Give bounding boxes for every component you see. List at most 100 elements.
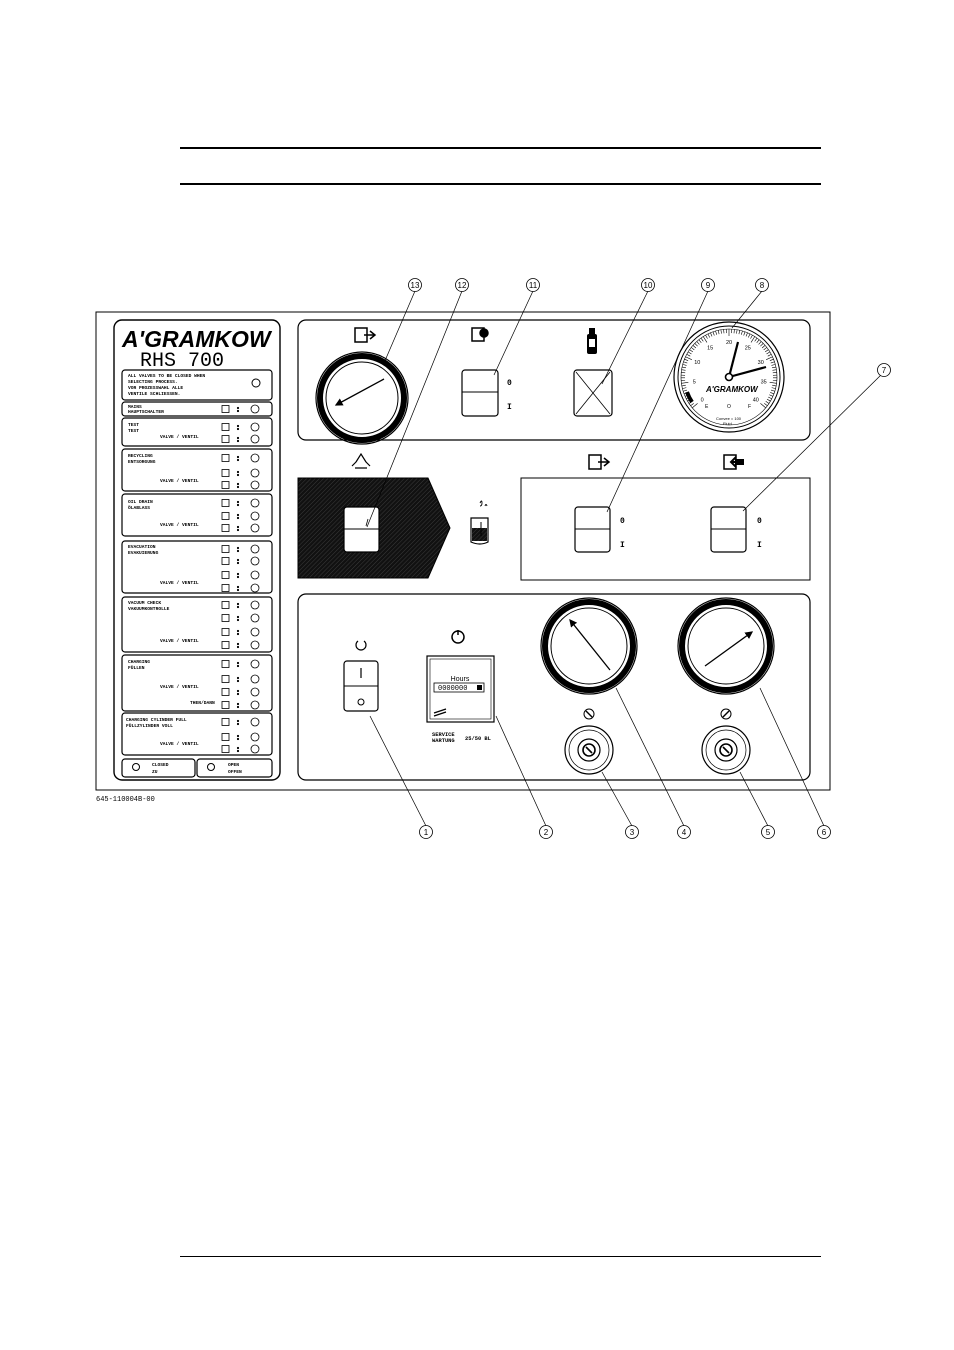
callout-1: 1 — [419, 825, 433, 839]
legend-plate: A'GRAMKOW RHS 700 ALL VALVES TO BE CLOSE… — [113, 319, 281, 781]
callout-9: 9 — [701, 278, 715, 292]
callout-8: 8 — [755, 278, 769, 292]
scale-number: 30 — [758, 360, 764, 366]
legend-intro-line: ALL VALVES TO BE CLOSED WHEN — [128, 373, 205, 379]
scale-caption: Fluid — [723, 421, 732, 426]
svg-text:1: 1 — [424, 828, 429, 837]
legend-closed-de: ZU — [152, 769, 158, 775]
recycling-icon — [351, 452, 371, 469]
scale-number: 35 — [761, 380, 767, 386]
outlet-icon — [354, 327, 377, 343]
bottom-panel — [297, 593, 811, 781]
callout-7: 7 — [877, 363, 891, 377]
evacuation-charging-panel — [520, 477, 811, 581]
brand-logo: A'GRAMKOW — [121, 326, 273, 352]
oil-container-icon — [470, 500, 489, 545]
legend-symbol-column — [221, 404, 260, 754]
scale-number: 10 — [694, 360, 700, 366]
legend-vacuum-check-de: VAKUUMKONTROLLE — [128, 606, 170, 612]
scale-center-mark: O — [727, 404, 731, 410]
service-label-en: SERVICE — [432, 732, 455, 738]
legend-mains-en: MAINS — [128, 404, 142, 410]
timer-icon — [451, 630, 465, 644]
svg-text:10: 10 — [644, 281, 653, 290]
scale-empty-mark: E — [705, 404, 709, 410]
scale-number: 0 — [701, 397, 704, 403]
scale-full-mark: F — [748, 404, 751, 410]
service-label-de: WARTUNG — [432, 738, 455, 744]
legend-oil-drain-en: OIL DRAIN — [128, 499, 153, 505]
cylinder-full-lamp-10 — [573, 369, 613, 417]
legend-charging-cylinder-de: FÜLLZYLINDER VOLL — [126, 722, 173, 729]
main-power-switch-1[interactable] — [343, 660, 379, 712]
legend-test-en: TEST — [128, 422, 139, 428]
scale-number: 15 — [707, 345, 713, 351]
legend-vacuum-check-en: VACUUM CHECK — [128, 600, 161, 606]
footer-rule — [180, 1256, 821, 1257]
header-rule-bottom — [180, 183, 821, 185]
legend-evacuation-en: EVACUATION — [128, 544, 156, 550]
switch-on-label: I — [507, 403, 512, 412]
scale-number: 40 — [753, 397, 759, 403]
svg-text:6: 6 — [822, 828, 827, 837]
svg-text:12: 12 — [458, 281, 467, 290]
hour-meter-digits: 0000000 — [438, 685, 467, 693]
callout-leaders — [366, 290, 885, 827]
hour-meter-label: Hours — [451, 676, 470, 683]
inlet-icon — [723, 454, 744, 470]
callout-6: 6 — [817, 825, 831, 839]
callout-11: 11 — [526, 278, 540, 292]
vacuum-check-icon — [471, 327, 489, 342]
legend-then-label: THEN/DANN — [190, 700, 215, 706]
legend-valve-label: VALVE / VENTIL — [160, 684, 199, 690]
high-side-valve-icon — [720, 708, 732, 720]
svg-text:5: 5 — [766, 828, 771, 837]
legend-valve-label: VALVE / VENTIL — [160, 478, 199, 484]
callout-2: 2 — [539, 825, 553, 839]
low-side-valve-icon — [583, 708, 595, 720]
rocker-switch-11[interactable]: 0 I — [461, 369, 512, 417]
callout-5: 5 — [761, 825, 775, 839]
legend-mains-de: HAUPTSCHALTER — [128, 409, 164, 415]
switch-on-label: I — [757, 541, 762, 550]
callout-12: 12 — [455, 278, 469, 292]
legend-valve-label: VALVE / VENTIL — [160, 434, 199, 440]
switch-off-label: 0 — [620, 517, 625, 526]
legend-intro-line: VOR PROZESSWAHL ALLE — [128, 385, 183, 391]
legend-evacuation-de: EVAKUIERUNG — [128, 550, 159, 556]
switch-off-label: 0 — [507, 379, 512, 388]
legend-charging-cylinder-en: CHARGING CYLINDER FULL — [126, 717, 187, 723]
scale-caption: Convee = 100 — [716, 416, 742, 421]
top-panel — [297, 319, 811, 441]
callout-4: 4 — [677, 825, 691, 839]
charging-switch-7[interactable]: 0 I — [710, 506, 762, 553]
low-side-valve-knob-3[interactable] — [564, 725, 614, 775]
high-side-valve-knob-5[interactable] — [701, 725, 751, 775]
header-rule-top — [180, 147, 821, 149]
svg-text:3: 3 — [630, 828, 635, 837]
high-pressure-gauge-6 — [677, 597, 775, 695]
evacuation-switch-9[interactable]: 0 I — [574, 506, 625, 553]
scale-brand: A'GRAMKOW — [705, 385, 759, 394]
legend-recycling-en: RECYCLING — [128, 453, 153, 459]
svg-text:7: 7 — [882, 366, 887, 375]
legend-open-en: OPEN — [228, 762, 239, 768]
scale-number: 25 — [745, 345, 751, 351]
svg-text:13: 13 — [411, 281, 420, 290]
svg-text:4: 4 — [682, 828, 687, 837]
legend-charging-de: FÜLLEN — [128, 664, 145, 671]
outlet-icon — [588, 454, 611, 470]
legend-test-de: TEST — [128, 428, 139, 434]
model-name: RHS 700 — [140, 350, 224, 373]
process-selector-switch-12[interactable] — [343, 506, 380, 553]
legend-intro-line: SELECTING PROCESS. — [128, 379, 178, 385]
low-pressure-gauge-4 — [540, 597, 638, 695]
svg-text:11: 11 — [529, 281, 538, 290]
pressure-gauge-13 — [315, 351, 409, 445]
legend-recycling-de: ENTSORGUNG — [128, 459, 156, 465]
panel-frame — [95, 311, 831, 791]
switch-on-label: I — [620, 541, 625, 550]
callout-10: 10 — [641, 278, 655, 292]
